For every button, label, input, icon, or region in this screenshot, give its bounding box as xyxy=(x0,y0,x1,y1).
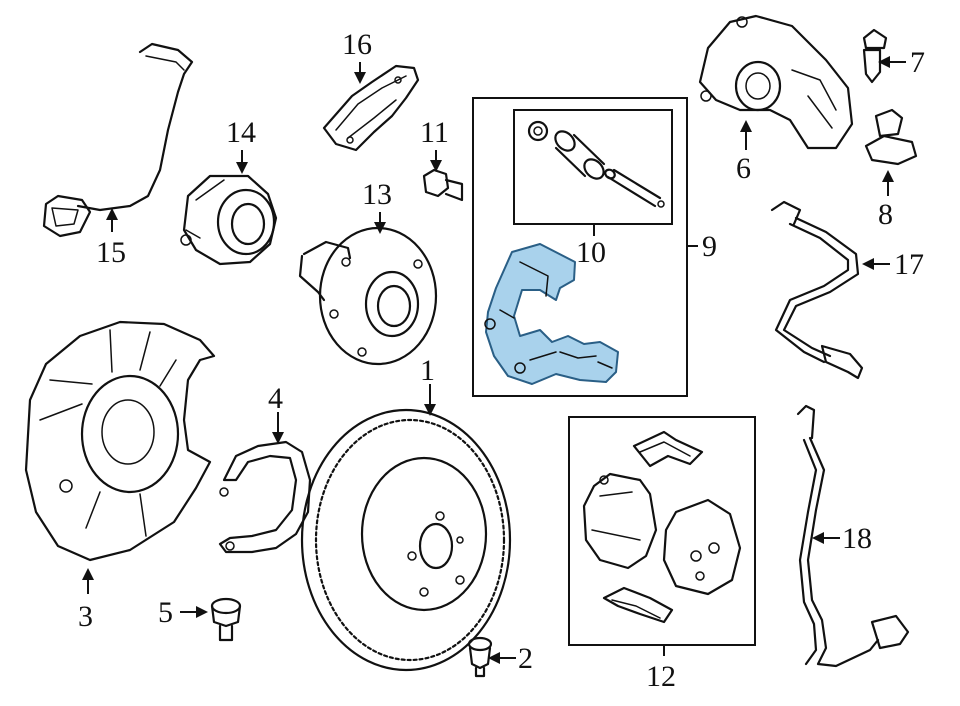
callout-13: 13 xyxy=(362,178,392,211)
callout-2: 2 xyxy=(518,642,533,675)
support-bolt-drawing xyxy=(422,168,464,202)
splash-shield-drawing xyxy=(24,320,216,562)
brake-hose-drawing xyxy=(770,200,864,380)
caliper-support-highlight xyxy=(485,243,619,385)
callout-5: 5 xyxy=(158,596,173,629)
bleeder-drawing xyxy=(862,28,888,84)
kit-12-box xyxy=(568,416,756,646)
callout-10: 10 xyxy=(576,236,606,269)
callout-9: 9 xyxy=(702,230,717,263)
bearing-drawing xyxy=(180,174,278,266)
park-brake-shoe-drawing xyxy=(218,440,312,554)
caliper-drawing xyxy=(698,14,854,150)
callout-3: 3 xyxy=(78,600,93,633)
bracket-drawing xyxy=(322,64,420,152)
pad-kit-drawing xyxy=(582,430,742,624)
callout-8: 8 xyxy=(878,198,893,231)
cap-drawing xyxy=(864,108,918,166)
callout-16: 16 xyxy=(342,28,372,61)
leader-lines xyxy=(82,56,906,664)
callout-17: 17 xyxy=(894,248,924,281)
abs-sensor-drawing xyxy=(796,404,910,668)
rotor-screw-drawing xyxy=(467,636,493,678)
guide-pin-kit-drawing xyxy=(527,120,665,208)
rotor-drawing xyxy=(300,408,512,672)
callout-6: 6 xyxy=(736,152,751,185)
callout-12: 12 xyxy=(646,660,676,693)
shield-bolt-drawing xyxy=(210,597,242,642)
caliper-support-drawing xyxy=(484,243,619,385)
callout-11: 11 xyxy=(420,116,449,149)
hub-drawing xyxy=(298,226,438,366)
callout-7: 7 xyxy=(910,46,925,79)
callout-14: 14 xyxy=(226,116,256,149)
callout-18: 18 xyxy=(842,522,872,555)
callout-4: 4 xyxy=(268,382,283,415)
callout-1: 1 xyxy=(420,354,435,387)
wear-sensor-drawing xyxy=(42,42,194,238)
callout-15: 15 xyxy=(96,236,126,269)
